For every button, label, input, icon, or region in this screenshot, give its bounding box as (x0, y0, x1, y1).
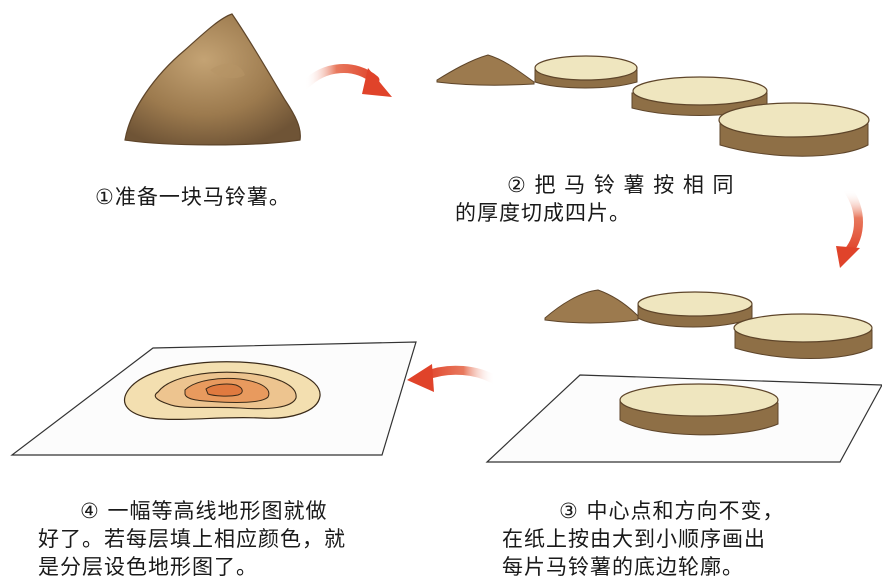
step4-line-1: ④ 一幅等高线地形图就做 (38, 497, 346, 525)
step3-line-3: 每片马铃薯的底边轮廓。 (502, 553, 785, 581)
slices-over-paper (487, 290, 882, 462)
contour-map (12, 342, 416, 455)
step4-caption: ④ 一幅等高线地形图就做 好了。若每层填上相应颜色，就 是分层设色地形图了。 (38, 497, 346, 581)
step2-line-1: ② 把 马 铃 薯 按 相 同 (455, 171, 735, 199)
step1-caption: ①准备一块马铃薯。 (95, 183, 291, 211)
step2-caption: ② 把 马 铃 薯 按 相 同 的厚度切成四片。 (455, 171, 735, 227)
step4-line-2: 好了。若每层填上相应颜色，就 (38, 525, 346, 553)
potato-slices (437, 55, 869, 156)
arrow-step1-to-step2 (305, 68, 392, 97)
arrow-step2-to-step3 (836, 190, 860, 268)
whole-potato (125, 14, 300, 145)
arrow-step3-to-step4 (407, 364, 495, 392)
step1-line-1: ①准备一块马铃薯。 (95, 183, 291, 211)
step4-line-3: 是分层设色地形图了。 (38, 553, 346, 581)
step3-caption: ③ 中心点和方向不变， 在纸上按由大到小顺序画出 每片马铃薯的底边轮廓。 (502, 497, 785, 581)
step2-line-2: 的厚度切成四片。 (455, 199, 735, 227)
step3-line-1: ③ 中心点和方向不变， (502, 497, 785, 525)
step3-line-2: 在纸上按由大到小顺序画出 (502, 525, 785, 553)
